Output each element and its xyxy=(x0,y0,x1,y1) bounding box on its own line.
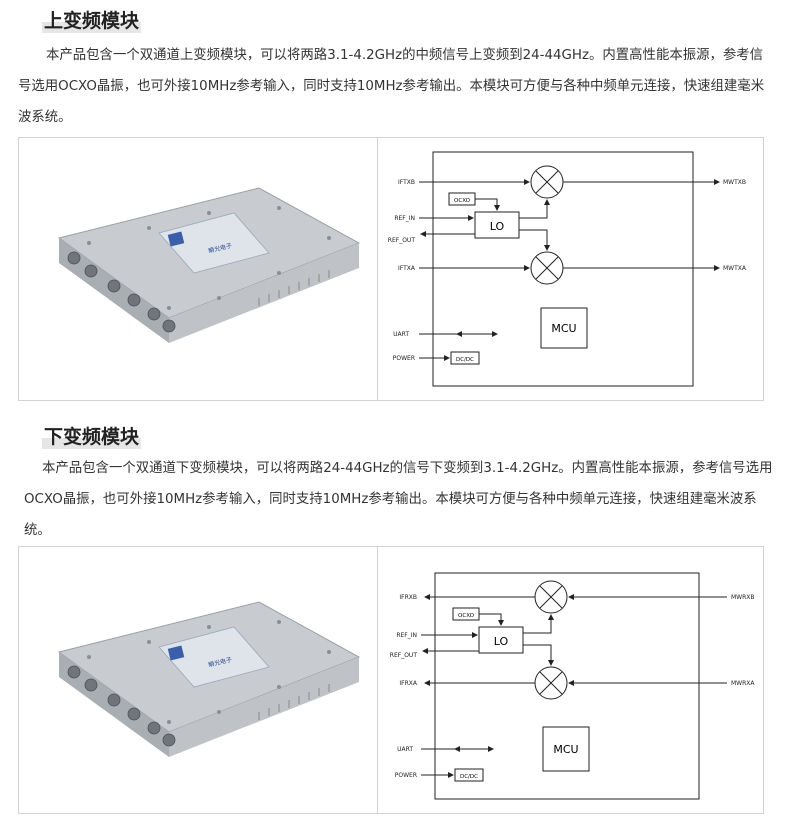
downconverter-panel: 瞬光电子 OCXO xyxy=(18,546,764,814)
mixer-b xyxy=(530,165,564,199)
label-uart: UART xyxy=(397,746,413,753)
downconverter-product-photo: 瞬光电子 xyxy=(57,601,361,757)
mixer-a xyxy=(530,251,564,285)
label-ifrxa: IFRXA xyxy=(399,680,418,687)
module-outline xyxy=(432,151,694,387)
lo-block xyxy=(478,626,524,654)
lo-label: LO xyxy=(490,220,505,233)
label-iftxa: IFTXA xyxy=(398,265,416,272)
panel-divider xyxy=(377,138,378,400)
module-outline xyxy=(434,572,700,800)
mixer-b xyxy=(534,580,568,614)
label-ref-in: REF_IN xyxy=(394,215,415,222)
label-ref-in: REF_IN xyxy=(396,632,417,639)
mcu-block xyxy=(542,726,590,772)
downconverter-title: 下变频模块 xyxy=(42,422,142,449)
dcdc-label: DC/DC xyxy=(460,774,478,780)
mixer-a xyxy=(534,666,568,700)
label-power: POWER xyxy=(393,355,415,362)
upconverter-title: 上变频模块 xyxy=(42,6,142,33)
mcu-label: MCU xyxy=(553,743,578,756)
panel-divider xyxy=(377,547,378,813)
label-mwrxa: MWRXA xyxy=(731,680,755,687)
label-uart: UART xyxy=(393,331,409,338)
dcdc-label: DC/DC xyxy=(456,357,474,363)
label-ref-out: REF_OUT xyxy=(390,652,418,659)
ocxo-label: OCXO xyxy=(454,198,471,204)
label-ifrxb: IFRXB xyxy=(399,594,417,601)
mcu-block xyxy=(540,307,588,349)
label-ref-out: REF_OUT xyxy=(388,237,416,244)
label-mwrxb: MWRXB xyxy=(731,594,755,601)
label-power: POWER xyxy=(395,772,417,779)
label-iftxb: IFTXB xyxy=(398,179,415,186)
downconverter-paragraph: 本产品包含一个双通道下变频模块，可以将两路24-44GHz的信号下变频到3.1-… xyxy=(24,461,773,538)
ocxo-label: OCXO xyxy=(458,613,475,619)
lo-block xyxy=(474,211,520,239)
label-mwtxa: MWTXA xyxy=(723,265,747,272)
upconverter-paragraph: 本产品包含一个双通道上变频模块，可以将两路3.1-4.2GHz的中频信号上变频到… xyxy=(18,48,765,125)
lo-label: LO xyxy=(494,635,509,648)
dcdc-block xyxy=(454,768,484,782)
dcdc-block xyxy=(450,351,480,365)
upconverter-block-diagram: OCXO LO MCU DC/DC IFTXB REF_IN REF_OUT I… xyxy=(388,151,747,387)
upconverter-panel: 瞬光电子 xyxy=(18,137,764,401)
upconverter-product-photo: 瞬光电子 xyxy=(57,187,361,343)
downconverter-block-diagram: OCXO LO MCU DC/DC IFRXB REF_IN REF_OUT I… xyxy=(390,572,755,800)
label-mwtxb: MWTXB xyxy=(723,179,746,186)
mcu-label: MCU xyxy=(551,322,576,335)
